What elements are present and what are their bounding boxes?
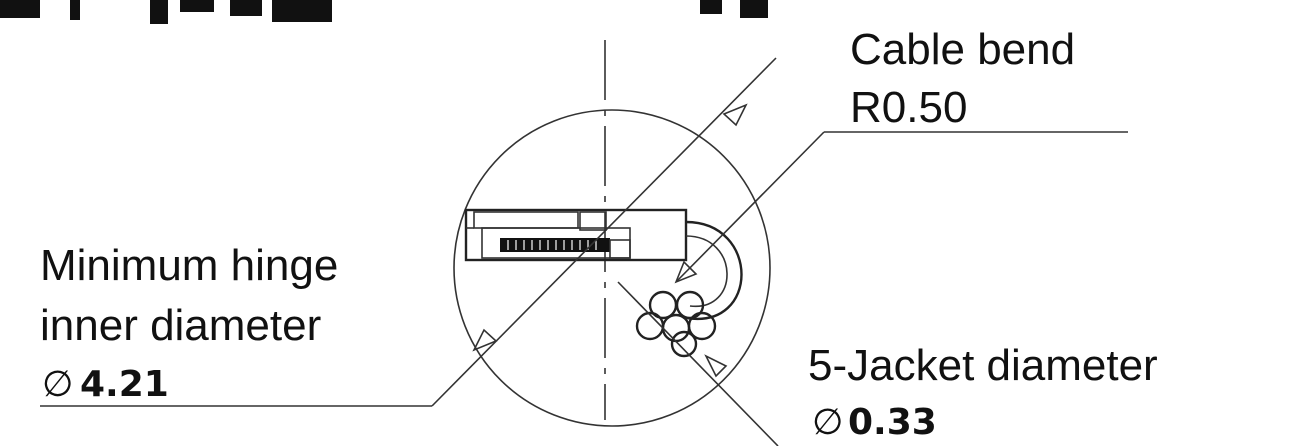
cable-loop: [685, 220, 743, 321]
jacket-leader: [617, 281, 779, 446]
jacket-bundle: [635, 290, 717, 358]
hinge-diameter-leader: [40, 57, 777, 407]
hinge-circle: [453, 109, 771, 427]
hinge-diameter-symbol: ∅: [42, 364, 73, 405]
jacket-label-line1: 5-Jacket diameter: [808, 341, 1158, 390]
hinge-label-line1: Minimum hinge: [40, 241, 338, 290]
jacket-diameter-symbol: ∅: [812, 402, 843, 443]
cable-bend-leader: [674, 131, 1128, 284]
hinge-diameter-value: 4.21: [80, 364, 169, 405]
hinge-label-line2: inner diameter: [40, 301, 321, 350]
connector-body: [464, 208, 688, 262]
cropped-heading: [0, 0, 768, 24]
jacket-diameter-value: 0.33: [848, 402, 937, 443]
cable-bend-label-value: R0.50: [850, 83, 967, 132]
cable-bend-label-line1: Cable bend: [850, 25, 1075, 74]
